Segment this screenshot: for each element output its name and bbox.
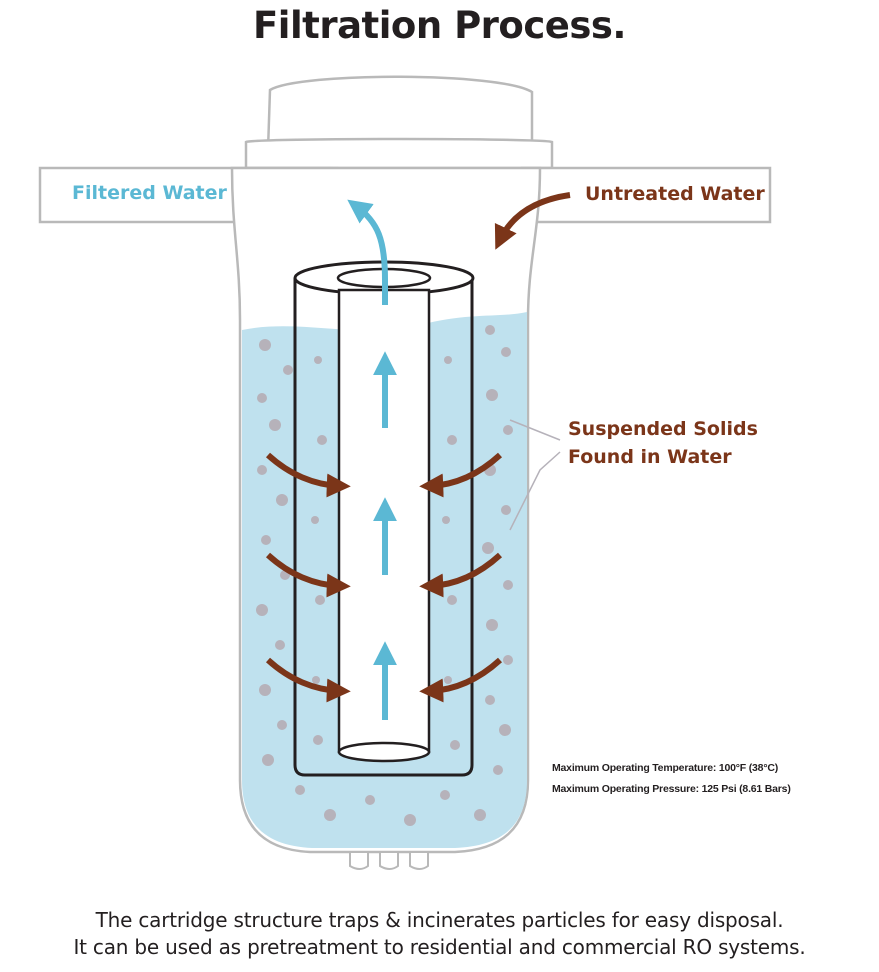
suspended-particles bbox=[256, 325, 513, 826]
caption-line1: The cartridge structure traps & incinera… bbox=[95, 908, 784, 932]
suspended-solids-label: Suspended Solids Found in Water bbox=[568, 415, 758, 471]
housing-cap bbox=[244, 75, 554, 170]
suspended-solids-line2: Found in Water bbox=[568, 446, 732, 468]
filtered-flow-arrows bbox=[347, 199, 397, 720]
max-temperature-spec: Maximum Operating Temperature: 100°F (38… bbox=[552, 762, 778, 774]
page-title: Filtration Process. bbox=[253, 4, 626, 47]
max-pressure-spec: Maximum Operating Pressure: 125 Psi (8.6… bbox=[552, 783, 791, 795]
solids-callout-lines bbox=[509, 419, 561, 531]
caption-line2: It can be used as pretreatment to reside… bbox=[73, 935, 806, 959]
untreated-flow-arrows bbox=[265, 192, 571, 703]
suspended-solids-line1: Suspended Solids bbox=[568, 418, 758, 440]
filtered-water-label: Filtered Water bbox=[72, 182, 227, 204]
untreated-water-label: Untreated Water bbox=[585, 183, 765, 205]
